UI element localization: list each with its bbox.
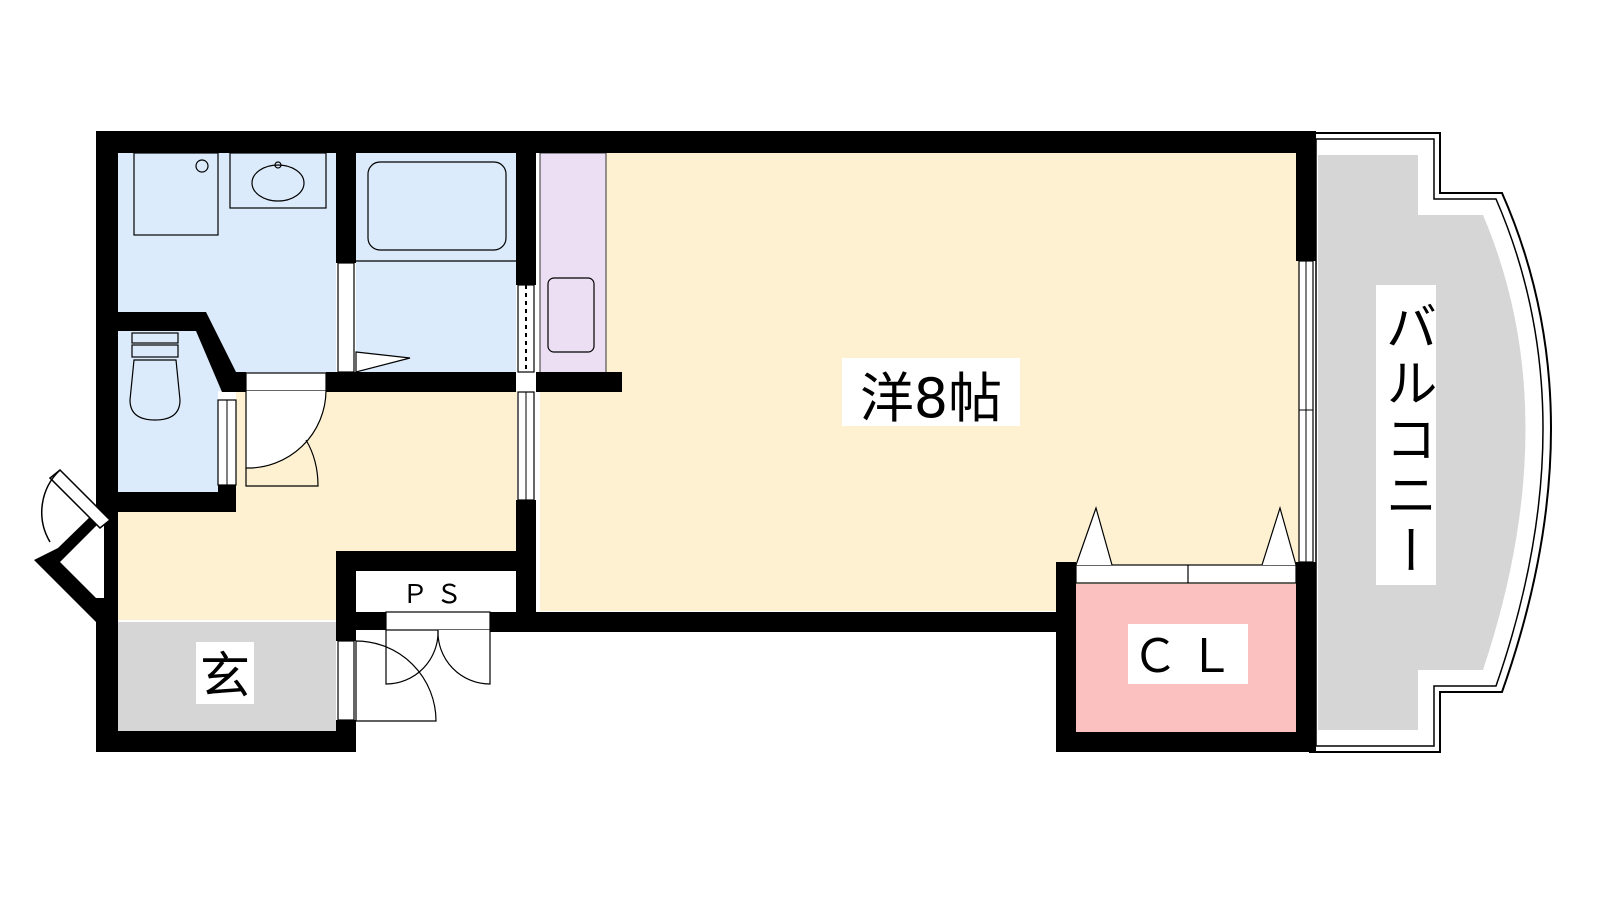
wall-toilet-bottom — [96, 492, 236, 512]
balcony-inner-rail — [1315, 138, 1544, 747]
walls — [96, 131, 1316, 752]
bathroom-floor — [356, 153, 516, 373]
wall-hall-room-upper — [516, 153, 536, 285]
closet-sliding-doors — [1075, 564, 1297, 584]
washroom-door-swing — [245, 390, 327, 469]
faucet-icon — [274, 161, 282, 169]
hallway-floor — [118, 390, 517, 620]
wall-right-upper — [1296, 131, 1316, 261]
wall-ps-left-step — [356, 612, 386, 630]
wall-toilet-right — [218, 485, 236, 512]
toilet-icon — [129, 332, 181, 421]
wall-top — [96, 131, 1312, 153]
bathtub-icon — [367, 161, 507, 251]
wall-bath-bottom — [326, 372, 516, 392]
toilet-floor — [118, 331, 222, 493]
wall-room-bottom — [516, 612, 1076, 632]
washroom-door-frame — [245, 372, 327, 392]
entrance-door-frame — [337, 640, 355, 721]
kitchen-sink-icon — [547, 277, 595, 353]
wall-entrance-bottom — [96, 731, 356, 752]
wall-ps-top — [336, 551, 536, 571]
wall-entrance-right — [336, 551, 356, 641]
closet-door-left-swing — [1075, 506, 1113, 566]
bathroom-folding-door — [337, 262, 355, 373]
pipe-space-floor — [356, 572, 516, 612]
wall-left-upper — [96, 131, 118, 511]
balcony-label: バルコニー — [1376, 300, 1436, 580]
bathroom-door-swing — [355, 351, 411, 373]
wall-entrance-right-lower — [336, 720, 356, 752]
wall-right-lower — [1296, 562, 1316, 752]
sink-icon — [251, 164, 305, 202]
kitchen-counter — [539, 152, 607, 374]
wall-closet-left — [1056, 562, 1076, 752]
ps-door-frame — [385, 611, 491, 631]
pipe-space-label: ＰＳ — [402, 580, 470, 610]
room-labels: 洋8帖 玄 ＣＬ ＰＳ バルコニー — [196, 285, 1436, 705]
closet-label: ＣＬ — [1132, 629, 1244, 683]
wall-hall-room-lower — [516, 500, 536, 632]
wall-wash-bath — [336, 153, 356, 263]
entrance-label: 玄 — [200, 647, 250, 705]
closet-door-right-swing — [1261, 505, 1297, 566]
wall-closet-bottom — [1056, 732, 1316, 752]
drain-icon — [195, 159, 209, 173]
western-room-label: 洋8帖 — [860, 367, 1002, 430]
ps-door-swing — [437, 629, 491, 685]
wall-toilet-top — [118, 312, 246, 392]
openings — [34, 260, 1314, 722]
wall-kitchen-end — [536, 372, 622, 392]
entrance-door-swing — [355, 640, 437, 722]
wall-left-lower — [96, 620, 118, 752]
exterior-window-left — [34, 468, 118, 622]
